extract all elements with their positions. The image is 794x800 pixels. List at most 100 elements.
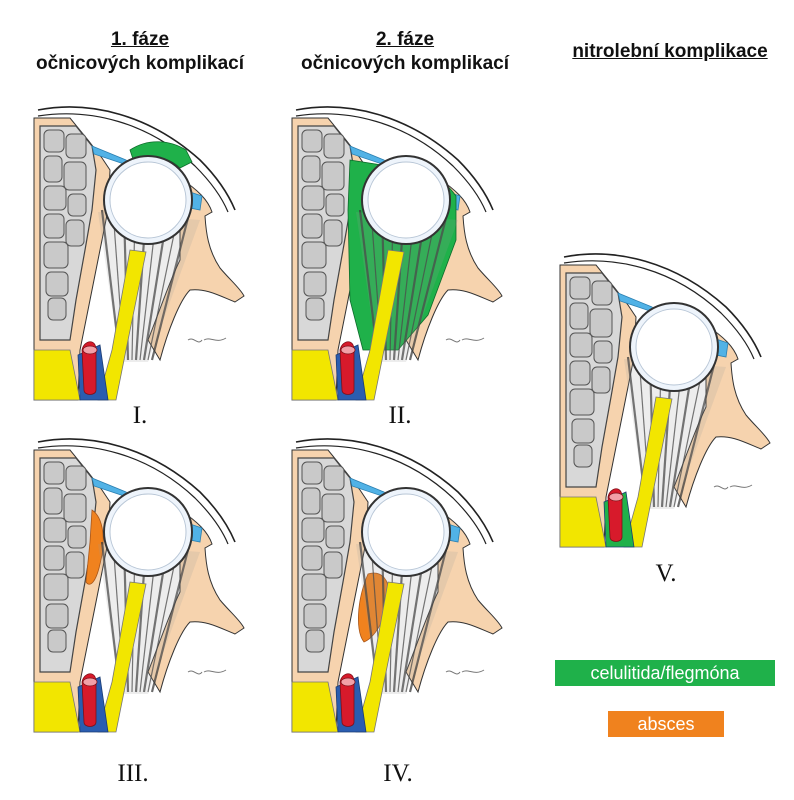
header-phase-1-title: 1. fáze	[110, 29, 170, 50]
sinus-cell	[43, 573, 69, 601]
stage-label-2: II.	[388, 402, 412, 429]
eyelid-outline-inner	[295, 113, 487, 213]
sinus-cell	[305, 297, 325, 321]
sinus-cell	[303, 603, 327, 629]
bone-lateral	[405, 509, 503, 694]
eyelid-outline-inner	[37, 445, 229, 545]
orbit-diagram-stage-3	[30, 432, 245, 733]
orbit-diagram-stage-4	[288, 432, 503, 733]
eyelid-outline	[37, 438, 236, 543]
sinus-cell	[305, 629, 325, 653]
carotid-artery	[81, 341, 97, 395]
sinus-cell	[591, 280, 613, 306]
sinus-cell	[323, 465, 345, 491]
muscle-fiber	[150, 541, 192, 693]
sinus-cell	[43, 461, 65, 485]
optic-nerve	[97, 249, 147, 401]
sinus-cell	[65, 465, 87, 491]
muscle-fiber	[150, 209, 192, 361]
eyeball-inner	[109, 161, 187, 239]
stage-label-5: V.	[655, 560, 677, 587]
eyelid-outline-inner	[563, 260, 755, 360]
sinus-cell	[591, 366, 611, 394]
carotid-artery	[607, 488, 623, 542]
sinus-cell	[301, 185, 325, 211]
sinus-cell	[47, 629, 67, 653]
optic-nerve	[355, 249, 405, 401]
carotid-artery-top	[82, 345, 98, 355]
artist-signature	[187, 337, 227, 343]
sinus-cell	[569, 360, 591, 386]
stage-label-3: III.	[117, 760, 149, 787]
sinus-cell	[43, 241, 69, 269]
sinus-cell	[67, 525, 87, 549]
sinus-cell	[43, 487, 63, 515]
eyelid-outline	[295, 438, 494, 543]
sinus-cell	[593, 340, 613, 364]
carotid-artery-top	[82, 677, 98, 687]
abscess-region	[85, 509, 104, 585]
sinus-cell	[301, 545, 323, 571]
sinus-cell	[301, 241, 327, 269]
sinus-cell	[63, 161, 87, 191]
eyeball-inner	[635, 308, 713, 386]
header-phase-2-subtitle: očnicových komplikací	[300, 53, 510, 74]
sinus-cell	[569, 332, 593, 358]
muscle-fiber	[408, 541, 450, 693]
sinus-cell	[65, 133, 87, 159]
carotid-artery	[81, 673, 97, 727]
sinus-cell	[301, 155, 321, 183]
sinus-cell	[569, 302, 589, 330]
stage-label-1: I.	[132, 402, 148, 429]
artist-signature	[187, 669, 227, 675]
muscle-fiber	[676, 356, 718, 508]
header-intracranial-title: nitrolební komplikace	[572, 41, 768, 62]
sinus-cell	[301, 129, 323, 153]
artist-signature	[445, 669, 485, 675]
carotid-artery	[339, 673, 355, 727]
sinus-cell	[589, 308, 613, 338]
orbit-diagram-stage-2	[288, 100, 503, 401]
legend-abscess: absces	[608, 711, 724, 737]
sinus-cell	[323, 133, 345, 159]
sinus-cell	[65, 219, 85, 247]
carotid-artery	[339, 341, 355, 395]
bone-lateral	[673, 324, 771, 509]
sinus-cell	[43, 155, 63, 183]
sinus-cell	[301, 517, 325, 543]
carotid-artery-top	[340, 677, 356, 687]
eyelid-outline	[295, 106, 494, 211]
eyeball-inner	[367, 493, 445, 571]
bone-lateral	[147, 177, 245, 362]
sinus-cell	[301, 573, 327, 601]
sinus-cell	[45, 603, 69, 629]
sinus-cell	[321, 493, 345, 523]
sinus-cell	[321, 161, 345, 191]
sinus-cell	[63, 493, 87, 523]
bone-lateral	[147, 509, 245, 694]
artist-signature	[713, 484, 753, 490]
muscle-fiber	[408, 209, 450, 361]
sinus-cell	[43, 213, 65, 239]
sinus-cell	[571, 418, 595, 444]
eyelid-outline	[563, 253, 762, 358]
optic-nerve	[623, 396, 673, 548]
carotid-artery-top	[608, 492, 624, 502]
orbit-diagram-stage-5	[556, 247, 771, 548]
sinus-cell	[323, 551, 343, 579]
header-intracranial: nitrolební komplikace	[550, 40, 790, 64]
sinus-cell	[569, 276, 591, 300]
optic-nerve	[355, 581, 405, 733]
sinus-cell	[67, 193, 87, 217]
sinus-cell	[47, 297, 67, 321]
sinus-cell	[323, 219, 343, 247]
sinus-cell	[303, 271, 327, 297]
sinus-cell	[301, 213, 323, 239]
optic-nerve	[97, 581, 147, 733]
sinus-cell	[65, 551, 85, 579]
sinus-cell	[573, 444, 593, 468]
sinus-cell	[43, 129, 65, 153]
sinus-cell	[45, 271, 69, 297]
orbit-diagram-stage-1	[30, 100, 245, 401]
sinus-cell	[325, 525, 345, 549]
